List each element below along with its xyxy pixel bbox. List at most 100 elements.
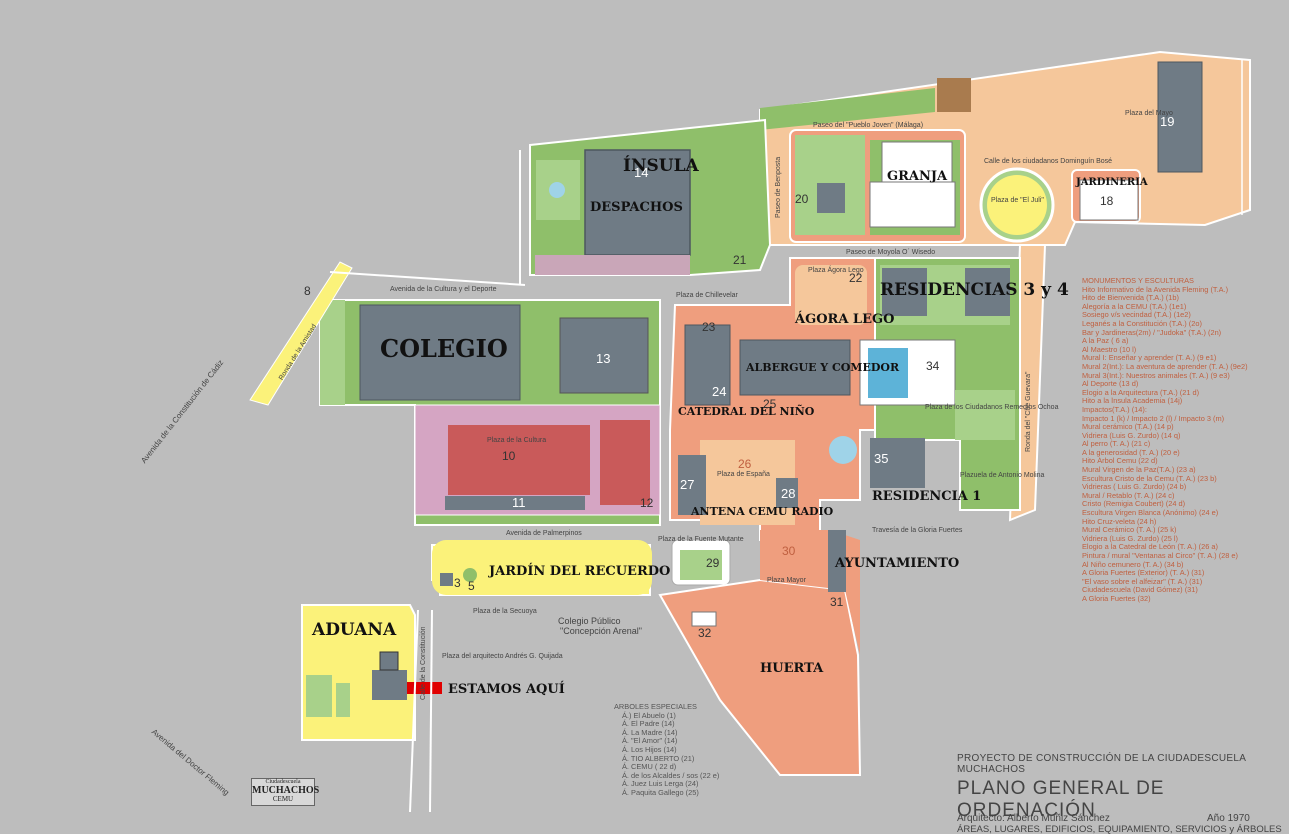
building-28 [776,478,798,508]
tree-item: Á. "El Amor" (14) [622,736,678,746]
street-label: Plaza del arquitecto Andrés G. Quijada [442,653,563,660]
zone-label-agora: ÁGORA LEGO [795,312,895,327]
building-number: 23 [702,320,716,334]
zone-label-colegio: COLEGIO [380,334,508,363]
street-label: Plaza de "El Juli" [991,197,1044,204]
monument-item: Sosiego v/s vecindad (T.A.) (1e2) [1082,311,1191,320]
zone-label-catedral: CATEDRAL DEL NIÑO [678,405,815,418]
building-number: 8 [304,284,311,298]
building-number: 21 [733,253,747,267]
building-number: 30 [782,544,796,558]
street-label: Plazuela de Antonio Molina [960,472,1045,479]
street-label: Plaza del Mayo [1125,110,1173,117]
building-number: 31 [830,595,844,609]
building-number: 13 [596,351,611,366]
monument-item: Elogio a la Catedral de León (T. A.) (26… [1082,543,1218,552]
building-35 [870,438,925,488]
plan-year: Año 1970 [1207,813,1250,824]
agora-lego [795,265,867,325]
road-cultura [329,271,526,286]
building-number: 14 [634,165,649,180]
monument-item: Impacto 1 (k) / Impacto 2 (l) / Impacto … [1082,414,1225,423]
street-label: "Concepción Arenal" [560,626,642,636]
tree-item: Á. Paquita Gallego (25) [622,787,699,797]
area-j [760,88,935,130]
building-number: 12 [640,496,654,510]
zone-label-aduana: ADUANA [312,620,397,640]
building-number: 11 [512,495,526,510]
monuments-legend: MONUMENTOS Y ESCULTURAS Hito Informativo… [1082,277,1282,604]
tree-item: Á. CEMU ( 22 d) [622,762,677,772]
building-31 [828,530,846,592]
monument-item: A la Paz ( 6 a) [1082,337,1129,346]
tree-item: Á. La Madre (14) [622,727,678,737]
monument-item: Ciudadescuela (David Gómez) (31) [1082,586,1198,595]
street-label: Plaza Ágora Lego [808,267,864,274]
tree-item: Á. El Padre (14) [622,719,675,729]
building-3 [440,573,453,586]
building-number: 3 [454,576,461,590]
area-k [937,78,971,112]
ronda-amistad [249,261,353,406]
tree-5 [463,568,477,582]
architect-credit: Arquitecto: Alberto Muñiz Sánchez [957,813,1110,824]
street-label: Plaza de la Secuoya [473,608,537,615]
building-number: 15 [924,202,939,217]
zone-label-insula: ÍNSULA [623,156,699,176]
monument-item: A la generosidad (T. A.) (20 e) [1082,448,1180,457]
pool [868,348,908,398]
fountain-central [829,436,857,464]
street-label: Paseo de Benposta [775,156,782,218]
zone-label-ayuntamiento: AYUNTAMIENTO [835,556,960,571]
street-label: Plaza de España [717,471,770,478]
street-label: Plaza de la Fuente Mutante [658,536,744,543]
building-20 [817,183,845,213]
monument-item: Cristo (Remigia Coubert) (24 d) [1082,500,1186,509]
building-number: 18 [1100,194,1114,208]
monument-item: Escultura Virgen Blanca (Anónimo) (24 e) [1082,509,1219,518]
plan-title: PLANO GENERAL DE ORDENACIÓN [957,778,1165,821]
street-label: Paseo de Moyola O´ Wisedo [846,249,936,256]
logo-line: CEMU [272,795,294,803]
monument-item: Mural I: Enseñar y aprender (T. A.) (9 e… [1082,354,1217,363]
area-29 [680,550,722,580]
building-number: 29 [706,556,720,570]
building-granja-top [881,141,953,183]
street-label: Ronda del "Che Guevara" [1025,371,1032,452]
monument-item: Vidriera (Luis G. Zurdo) (14 q) [1082,431,1181,440]
area-l-mid [336,683,350,717]
building-19 [1157,61,1203,173]
building-1-top [379,651,399,671]
monument-item: Mural Virgen de la Paz(T.A.) (23 a) [1082,466,1196,475]
road-constitucion [409,609,419,813]
monument-item: Mural cerámico (T.A.) (14 p) [1082,423,1174,432]
building-number: 28 [781,486,796,501]
building-number: 20 [795,192,809,206]
cemu-logo: Ciudadescuela MUCHACHOS CEMU [251,778,320,806]
building-number: 27 [680,477,695,492]
project-title: PROYECTO DE CONSTRUCCIÓN DE LA CIUDADESC… [957,753,1246,775]
area-huerta [658,578,862,776]
trees-title: ARBOLES ESPECIALES [614,702,697,711]
monument-item: Mural / Retablo (T. A.) (24 c) [1082,491,1175,500]
monument-item: A Gloria Fuertes (32) [1082,594,1151,603]
logo-line: MUCHACHOS [252,785,320,796]
building-residencia-3 [882,268,927,316]
building-11 [445,496,585,510]
zone-label-jardineria: JARDINERIA [1076,177,1148,188]
building-15 [869,181,956,228]
area-l-left [306,675,332,717]
building-number: 25 [763,397,777,411]
monuments-title: MONUMENTOS Y ESCULTURAS [1082,277,1194,285]
building-number: 34 [926,359,940,373]
plan-subtitle: ÁREAS, LUGARES, EDIFICIOS, EQUIPAMIENTO,… [957,824,1282,834]
building-residencia-4 [965,268,1010,316]
zone-label-granja: GRANJA [887,169,948,184]
monument-item: Alegoría a la CEMU (T.A.) (1e1) [1082,302,1187,311]
trees-legend: ARBOLES ESPECIALES Á.) El Abuelo (1)Á. E… [614,702,719,798]
area-insula-pink [535,255,690,275]
monument-item: "El vaso sobre el alfeizar" (T. A.) (31) [1082,577,1203,586]
monument-item: Hito a la Ínsula Academia (14j) [1082,397,1183,406]
monument-item: Vidriera (Luis G. Zurdo) (25 l) [1082,534,1178,543]
